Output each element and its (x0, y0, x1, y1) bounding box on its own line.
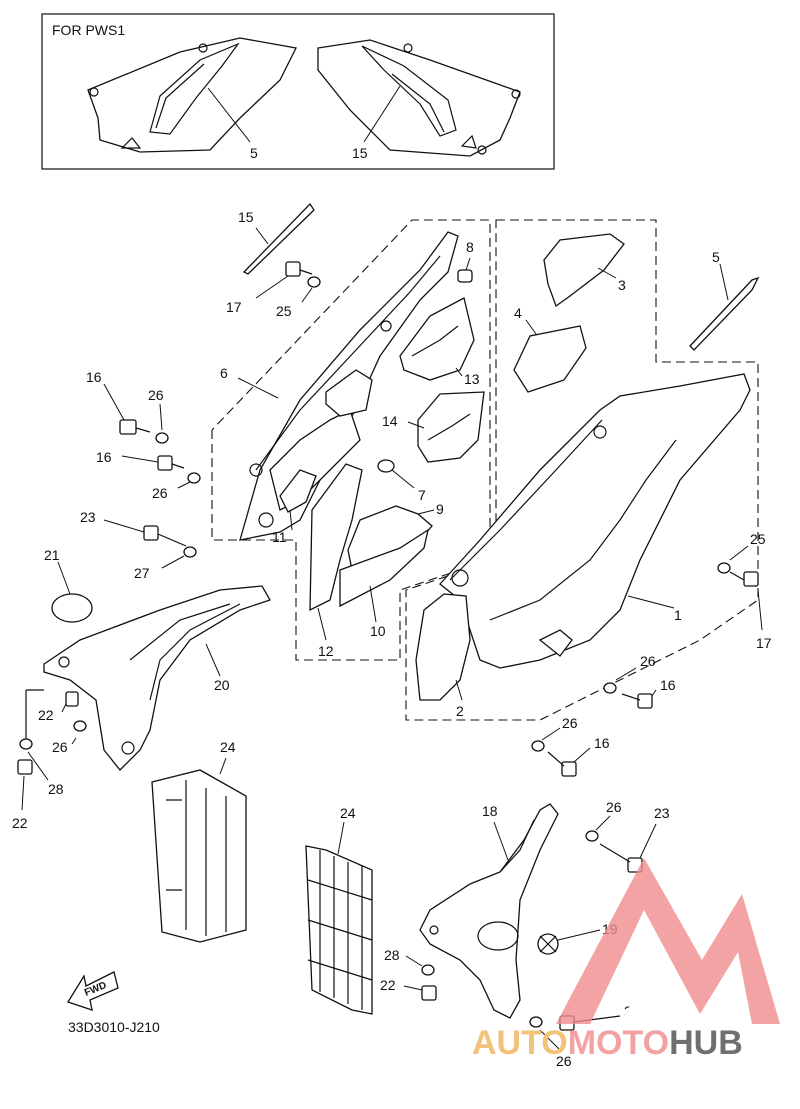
callout-26: 26 (562, 715, 578, 731)
callout-8: 8 (466, 239, 474, 255)
inset-right-cover (317, 39, 521, 157)
callout-26: 26 (606, 799, 622, 815)
inset-frame (41, 13, 555, 170)
part-3-pad: 3 (543, 233, 626, 308)
callout-22: 22 (380, 977, 396, 993)
callout-11: 11 (272, 529, 287, 545)
inset-label: FOR PWS1 (52, 22, 125, 38)
callout-16: 16 (660, 677, 676, 693)
callout-13: 13 (464, 371, 480, 387)
part-2-pad: 2 (415, 593, 471, 719)
callout-15: 15 (352, 145, 368, 161)
callout-25: 25 (276, 303, 292, 319)
part-15-decal: 15 (238, 202, 315, 275)
callout-26: 26 (148, 387, 164, 403)
watermark-text-auto: AUTOMOTOHUB (472, 1024, 743, 1062)
fasteners-right: 25 17 26 16 26 16 (531, 531, 772, 777)
callout-18: 18 (482, 803, 498, 819)
fasteners-left-lower: 28 22 22 26 (12, 689, 87, 831)
drawing-code: 33D3010-J210 (68, 1019, 160, 1035)
callout-12: 12 (318, 643, 334, 659)
part-12-shroud: 12 (309, 463, 363, 659)
callout-16: 16 (86, 369, 102, 385)
callout-14: 14 (382, 413, 398, 429)
callout-26: 26 (152, 485, 168, 501)
part-18-shroud: 18 (419, 803, 559, 1019)
callout-25: 25 (750, 531, 766, 547)
callout-28: 28 (384, 947, 400, 963)
callout-9: 9 (436, 501, 444, 517)
callout-24: 24 (340, 805, 356, 821)
part-4-pad: 4 (513, 305, 587, 393)
callout-26: 26 (556, 1053, 572, 1069)
part-10-panel: 10 (339, 528, 429, 639)
callout-26: 26 (52, 739, 68, 755)
callout-28: 28 (48, 781, 64, 797)
callout-23: 23 (80, 509, 96, 525)
callout-10: 10 (370, 623, 386, 639)
callout-17: 17 (756, 635, 772, 651)
part-5-decal: 5 (689, 249, 760, 351)
callout-24: 24 (220, 739, 236, 755)
callout-21: 21 (44, 547, 60, 563)
callout-4: 4 (514, 305, 522, 321)
part-21-emblem: 21 (44, 547, 93, 623)
watermark-logo: AUTOMOTOHUB (472, 858, 780, 1062)
callout-15-main: 15 (238, 209, 254, 225)
part-14-pad: 14 (382, 391, 485, 463)
callout-3: 3 (618, 277, 626, 293)
callout-6: 6 (220, 365, 228, 381)
callout-16: 16 (96, 449, 112, 465)
part-24-left-guard: 24 (151, 739, 247, 943)
callout-2: 2 (456, 703, 464, 719)
callout-17: 17 (226, 299, 242, 315)
inset-left-cover (87, 37, 297, 153)
fwd-arrow: FWD (67, 971, 119, 1011)
callout-16: 16 (594, 735, 610, 751)
fasteners-upper-left: 17 25 16 26 16 26 23 27 (80, 261, 321, 581)
part-20-shroud: 20 (43, 585, 271, 771)
callout-22: 22 (38, 707, 54, 723)
part-13-pad: 13 (399, 297, 480, 387)
part-1-right-cover: 1 (439, 373, 751, 669)
inset-pws1: FOR PWS1 5 15 (41, 13, 555, 170)
callout-27: 27 (134, 565, 150, 581)
group-outlines (211, 219, 759, 721)
callout-22: 22 (12, 815, 28, 831)
callout-20: 20 (214, 677, 230, 693)
callout-1: 1 (674, 607, 682, 623)
part-7-collar: 7 (377, 459, 426, 503)
part-8-grommet: 8 (457, 239, 474, 283)
part-11-bracket: 11 (272, 469, 317, 545)
callout-5-main: 5 (712, 249, 720, 265)
callout-7: 7 (418, 487, 426, 503)
part-24-grille: 24 (305, 805, 373, 1015)
callout-26: 26 (640, 653, 656, 669)
callout-5: 5 (250, 145, 258, 161)
callout-23: 23 (654, 805, 670, 821)
